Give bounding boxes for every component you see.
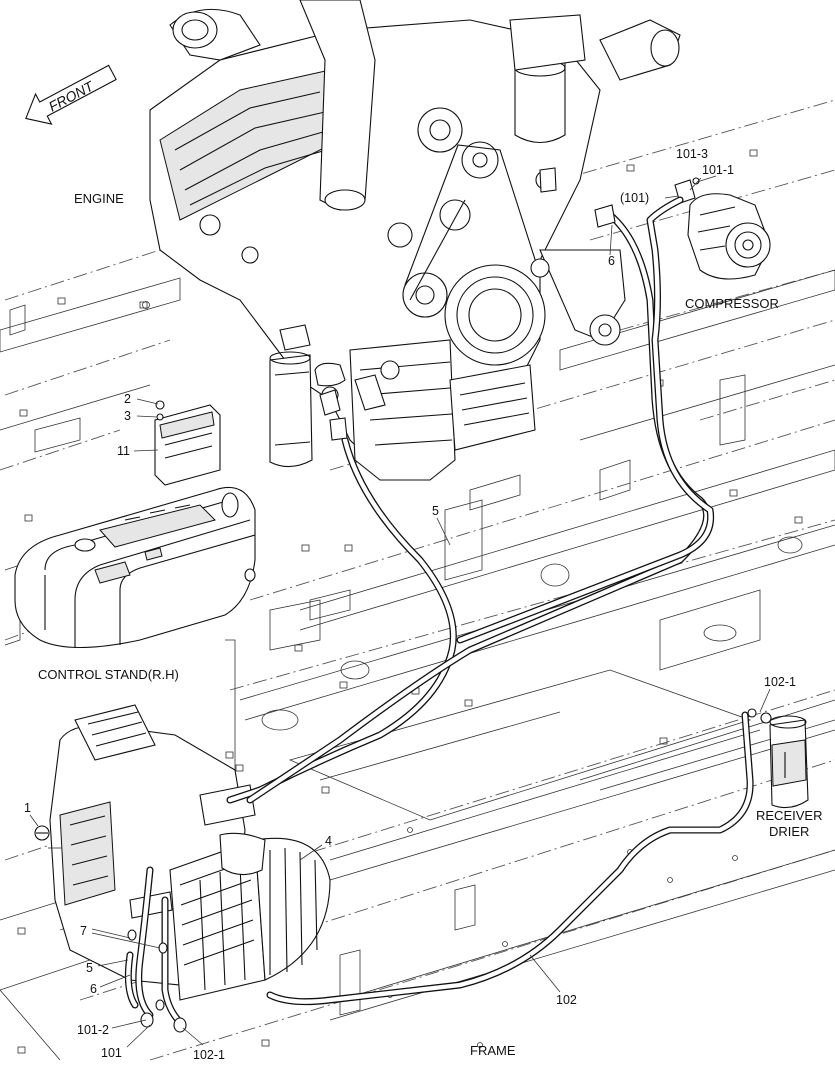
control-stand-label: CONTROL STAND(R.H) xyxy=(38,667,179,682)
part-callouts: 101-3 101-1 (101) 6 2 3 11 5 102-1 1 4 7… xyxy=(24,147,796,1062)
control-stand-rh xyxy=(14,400,256,648)
component-labels: ENGINE COMPRESSOR CONTROL STAND(R.H) REC… xyxy=(38,191,822,1058)
callout-6-top: 6 xyxy=(608,254,615,268)
callout-101-3: 101-3 xyxy=(676,147,708,161)
callout-1: 1 xyxy=(24,801,31,815)
receiver-drier xyxy=(747,708,809,809)
compressor-label: COMPRESSOR xyxy=(685,296,779,311)
callout-7: 7 xyxy=(80,924,87,938)
callout-101-1-top: 101-1 xyxy=(702,163,734,177)
front-arrow-icon xyxy=(25,64,117,125)
front-label: FRONT xyxy=(46,77,97,114)
callout-11: 11 xyxy=(117,444,130,458)
callout-102-1-right: 102-1 xyxy=(764,675,796,689)
callout-2: 2 xyxy=(124,392,131,406)
leader-lines xyxy=(29,175,771,1048)
receiver-label: RECEIVER xyxy=(756,808,822,823)
callout-5-mid: 5 xyxy=(432,504,439,518)
callout-101: 101 xyxy=(101,1046,122,1060)
callout-102: 102 xyxy=(556,993,577,1007)
engine-assembly xyxy=(149,0,681,481)
engine-label: ENGINE xyxy=(74,191,124,206)
callout-5-low: 5 xyxy=(86,961,93,975)
frame-label: FRAME xyxy=(470,1043,516,1058)
callout-102-1-low: 102-1 xyxy=(193,1048,225,1062)
compressor xyxy=(674,177,771,280)
callout-101-paren: (101) xyxy=(620,191,649,205)
air-conditioner-unit xyxy=(34,704,331,1001)
callout-101-2: 101-2 xyxy=(77,1023,109,1037)
callout-3: 3 xyxy=(124,409,131,423)
callout-6-low: 6 xyxy=(90,982,97,996)
callout-4: 4 xyxy=(325,834,332,848)
drier-label: DRIER xyxy=(769,824,809,839)
